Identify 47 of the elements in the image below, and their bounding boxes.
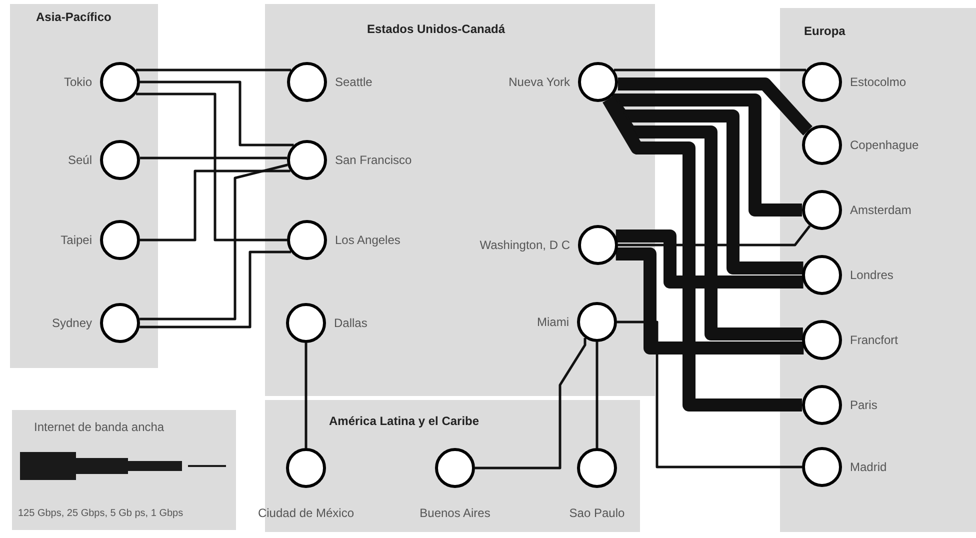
city-label: Madrid bbox=[850, 459, 887, 476]
link-line bbox=[140, 164, 288, 320]
link-line bbox=[614, 68, 806, 72]
link-line bbox=[304, 343, 308, 448]
link-line bbox=[618, 78, 812, 136]
city-label: Paris bbox=[850, 397, 878, 414]
link-line bbox=[140, 250, 291, 328]
city-label: Los Angeles bbox=[335, 232, 400, 249]
link-line bbox=[136, 92, 287, 242]
city-label: Seattle bbox=[335, 74, 372, 91]
link-line bbox=[616, 230, 804, 288]
region-heading: Estados Unidos-Canadá bbox=[367, 21, 506, 38]
city-label: Ciudad de México bbox=[256, 505, 356, 522]
region-heading: Europa bbox=[804, 23, 846, 40]
city-label: Nueva York bbox=[508, 74, 570, 91]
region-band bbox=[10, 4, 158, 368]
city-label: Sao Paulo bbox=[568, 505, 626, 522]
legend-title: Internet de banda ancha bbox=[34, 419, 164, 436]
region-band bbox=[265, 4, 655, 396]
city-label: Francfort bbox=[850, 332, 898, 349]
city-label: Seúl bbox=[68, 152, 92, 169]
city-label: Sydney bbox=[52, 315, 92, 332]
link-line bbox=[140, 80, 294, 146]
link-line bbox=[618, 225, 811, 246]
legend-text: 125 Gbps, 25 Gbps, 5 Gb ps, 1 Gbps bbox=[18, 507, 184, 521]
link-line bbox=[136, 68, 291, 72]
city-label: Tokio bbox=[64, 74, 92, 91]
link-line bbox=[475, 338, 586, 470]
region-heading: Asia-Pacífico bbox=[36, 9, 112, 26]
link-line bbox=[617, 320, 802, 468]
city-label: Copenhague bbox=[850, 137, 919, 154]
link-line bbox=[602, 96, 802, 412]
link-line bbox=[140, 156, 288, 160]
city-label: Buenos Aires bbox=[418, 505, 492, 522]
city-label: Washington, D C bbox=[480, 237, 570, 254]
city-label: Taipei bbox=[60, 232, 92, 249]
city-label: Miami bbox=[537, 314, 569, 331]
city-label: San Francisco bbox=[335, 152, 412, 169]
link-line bbox=[616, 248, 804, 354]
city-label: Estocolmo bbox=[850, 74, 906, 91]
region-heading: América Latina y el Caribe bbox=[329, 413, 480, 430]
city-label: Londres bbox=[850, 267, 894, 284]
link-line bbox=[140, 170, 290, 242]
city-label: Amsterdam bbox=[850, 202, 912, 219]
city-label: Dallas bbox=[334, 315, 368, 332]
link-line bbox=[596, 342, 598, 448]
region-band bbox=[780, 8, 976, 532]
